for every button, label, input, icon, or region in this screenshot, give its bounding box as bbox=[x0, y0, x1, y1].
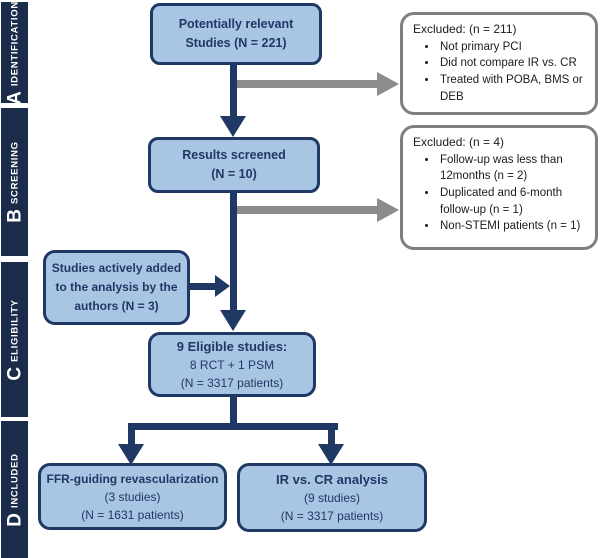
box-text-line: Studies actively added bbox=[51, 260, 182, 275]
box-excluded-4: Excluded: (n = 4) Follow-up was less tha… bbox=[400, 125, 598, 250]
box-results-screened: Results screened (N = 10) bbox=[148, 137, 320, 193]
box-potentially-relevant-studies: Potentially relevant Studies (N = 221) bbox=[150, 3, 322, 65]
sidebar-section-included: D INCLUDED bbox=[1, 421, 28, 558]
excluded-reasons-list: Not primary PCI Did not compare IR vs. C… bbox=[413, 39, 589, 106]
stage-word: SCREENING bbox=[8, 141, 20, 205]
excluded-reason: Duplicated and 6-month follow-up (n = 1) bbox=[438, 185, 589, 218]
excluded-arrow-2-shaft bbox=[234, 206, 379, 214]
flow-arrow-1-head bbox=[220, 116, 246, 137]
flow-split-bar bbox=[128, 423, 338, 430]
stage-letter: C bbox=[4, 366, 25, 381]
excluded-reason: Non-STEMI patients (n = 1) bbox=[438, 218, 589, 235]
excluded-arrow-1-shaft bbox=[234, 80, 379, 88]
flow-arrow-2-shaft bbox=[230, 191, 237, 311]
excluded-reason: Treated with POBA, BMS or DEB bbox=[438, 72, 589, 105]
flow-split-left-shaft bbox=[128, 423, 135, 446]
box-excluded-211: Excluded: (n = 211) Not primary PCI Did … bbox=[400, 12, 598, 115]
box-text-line: (3 studies) bbox=[104, 489, 161, 504]
excluded-arrow-1-head bbox=[377, 72, 399, 96]
box-title: IR vs. CR analysis bbox=[276, 471, 388, 487]
added-studies-arrow-shaft bbox=[189, 283, 216, 290]
sidebar-section-eligibility: C ELIGIBILITY bbox=[1, 262, 28, 417]
box-text-line: 8 RCT + 1 PSM bbox=[189, 358, 275, 373]
stage-letter: A bbox=[4, 90, 25, 105]
box-text-line: Potentially relevant bbox=[178, 16, 294, 31]
sidebar-label-eligibility: C ELIGIBILITY bbox=[4, 298, 25, 381]
stage-word: IDENTIFICATION bbox=[8, 0, 20, 86]
excluded-reason: Not primary PCI bbox=[438, 39, 589, 56]
sidebar-label-identification: A IDENTIFICATION bbox=[4, 0, 25, 105]
sidebar-section-identification: A IDENTIFICATION bbox=[1, 0, 28, 105]
flow-split-left-head bbox=[118, 444, 144, 465]
box-studies-actively-added: Studies actively added to the analysis b… bbox=[43, 250, 190, 325]
stage-letter: D bbox=[4, 512, 25, 527]
excluded-title: Excluded: (n = 4) bbox=[413, 135, 505, 149]
excluded-reasons-list: Follow-up was less than 12months (n = 2)… bbox=[413, 152, 589, 235]
stage-word: INCLUDED bbox=[8, 452, 20, 508]
flow-split-right-head bbox=[318, 444, 344, 465]
excluded-title: Excluded: (n = 211) bbox=[413, 22, 517, 36]
excluded-reason: Follow-up was less than 12months (n = 2) bbox=[438, 152, 589, 185]
box-eligible-studies: 9 Eligible studies: 8 RCT + 1 PSM (N = 3… bbox=[148, 332, 316, 397]
flow-split-stem bbox=[230, 395, 237, 428]
box-ffr-guiding-revascularization: FFR-guiding revascularization (3 studies… bbox=[38, 463, 227, 530]
flow-arrow-1-shaft bbox=[230, 62, 237, 118]
excluded-arrow-2-head bbox=[377, 198, 399, 222]
box-title: 9 Eligible studies: bbox=[176, 338, 288, 354]
stage-letter: B bbox=[4, 209, 25, 223]
box-text-line: (N = 3317 patients) bbox=[280, 509, 384, 524]
sidebar-label-included: D INCLUDED bbox=[4, 452, 25, 527]
box-text-line: (9 studies) bbox=[303, 491, 361, 506]
box-text-line: authors (N = 3) bbox=[74, 299, 159, 314]
sidebar-section-screening: B SCREENING bbox=[1, 108, 28, 256]
sidebar-label-screening: B SCREENING bbox=[4, 141, 25, 223]
excluded-reason: Did not compare IR vs. CR bbox=[438, 55, 589, 72]
box-ir-vs-cr-analysis: IR vs. CR analysis (9 studies) (N = 3317… bbox=[237, 463, 427, 532]
stage-word: ELIGIBILITY bbox=[8, 298, 20, 362]
box-title: FFR-guiding revascularization bbox=[46, 471, 219, 486]
flow-split-right-shaft bbox=[328, 423, 335, 446]
added-studies-arrow-head bbox=[215, 275, 230, 297]
box-text-line: (N = 1631 patients) bbox=[81, 507, 184, 522]
box-text-line: (N = 3317 patients) bbox=[180, 376, 284, 391]
box-text-line: to the analysis by the bbox=[55, 279, 178, 294]
box-text-line: (N = 10) bbox=[211, 167, 257, 181]
flow-arrow-2-head bbox=[220, 310, 246, 331]
box-text-line: Results screened bbox=[182, 147, 286, 162]
box-text-line: Studies (N = 221) bbox=[185, 36, 287, 50]
